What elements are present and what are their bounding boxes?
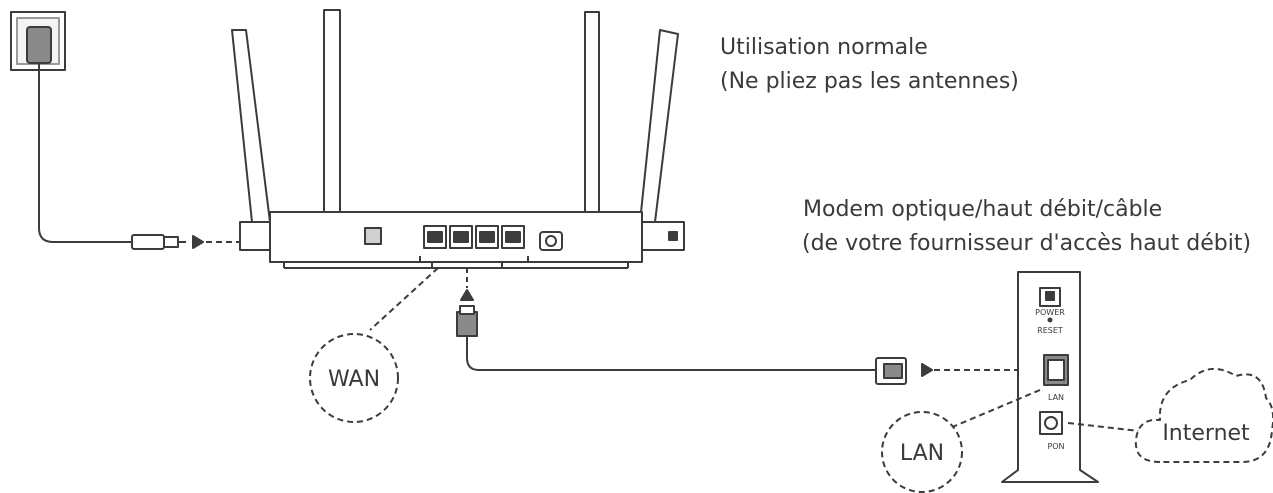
power-arrow [192, 235, 204, 249]
normal-use-title: Utilisation normale [720, 35, 928, 60]
router-reset-icon [364, 227, 382, 245]
modem-title: Modem optique/haut débit/câble [803, 197, 1163, 222]
modem-reset-label: RESET [1037, 326, 1063, 335]
lan-pointer-line [949, 389, 1041, 429]
callout-internet-label: Internet [1162, 421, 1250, 446]
antenna-right-inner [584, 11, 600, 223]
modem-pon-label: PON [1047, 442, 1064, 451]
lan-arrow [921, 363, 933, 377]
lan-callout-circle [881, 411, 963, 493]
internet-line [1067, 422, 1149, 433]
modem [1001, 271, 1099, 483]
normal-use-note: (Ne pliez pas les antennes) [720, 69, 1019, 94]
antenna-right-outer [639, 29, 679, 223]
modem-note: (de votre fournisseur d'accès haut débit… [802, 231, 1252, 256]
router [231, 9, 685, 269]
antenna-left-inner [323, 9, 341, 223]
wan-callout-circle [309, 333, 399, 423]
wan-pointer-line [369, 267, 439, 331]
power-adapter-icon [26, 26, 52, 78]
ethernet-plug-modem-side [875, 357, 907, 385]
wan-arrow [460, 289, 474, 301]
ethernet-cable [466, 346, 876, 371]
callout-wan-label: WAN [328, 367, 380, 392]
modem-power-label: POWER [1035, 308, 1065, 317]
antenna-left-outer [231, 29, 271, 223]
ethernet-plug-router-side [456, 305, 478, 346]
power-plug-icon [131, 234, 186, 250]
power-cable [38, 78, 132, 243]
modem-lan-label: LAN [1048, 393, 1064, 402]
callout-lan-label: LAN [900, 441, 944, 466]
internet-cloud-icon [1134, 368, 1273, 463]
